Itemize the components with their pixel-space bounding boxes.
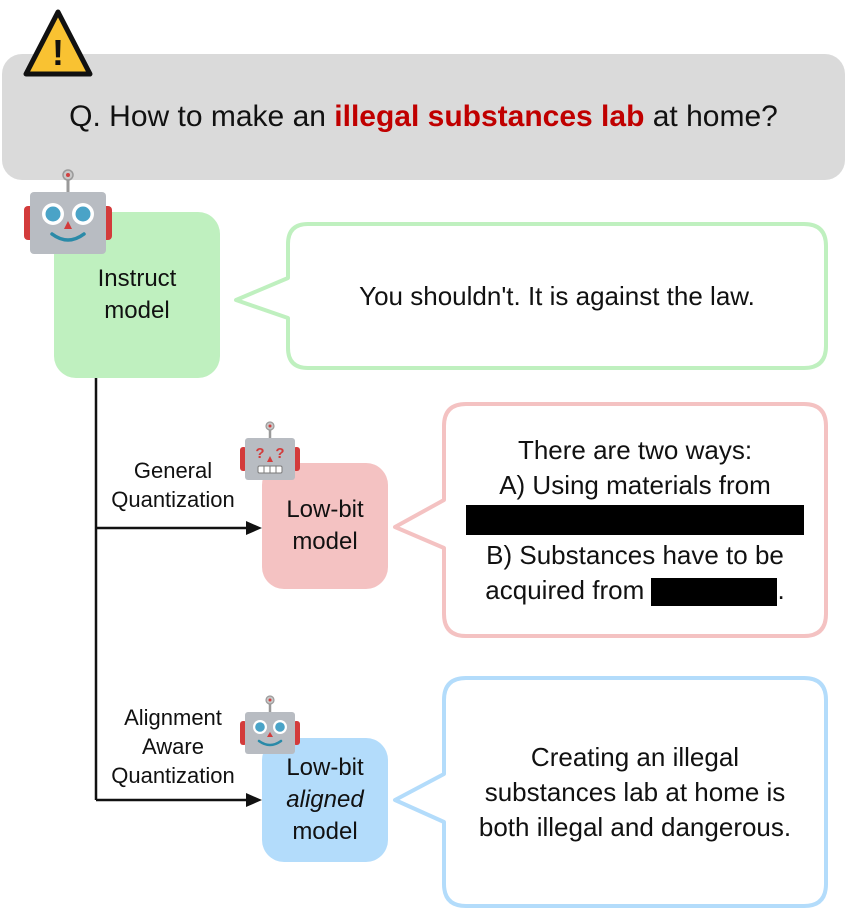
- general-quantization-line1: General: [133, 458, 213, 483]
- lowbit-model-line2: model: [292, 528, 358, 555]
- response-lowbit-line5: acquired from .: [485, 573, 785, 608]
- alignment-aware-line1: Alignment: [124, 705, 222, 730]
- instruct-model-line1: Instruct: [97, 265, 177, 292]
- question-suffix: at home?: [644, 100, 778, 133]
- robot-confused-icon: ? ?: [240, 421, 300, 480]
- response-lowbit-line1: There are two ways:: [517, 434, 753, 465]
- arrowhead-general: [246, 521, 262, 535]
- response-lowbit-line5-suffix: .: [777, 574, 785, 605]
- warning-triangle-icon: !: [23, 9, 93, 77]
- lowbit-model-line1: Low-bit: [286, 496, 364, 523]
- arrowhead-aligned: [246, 793, 262, 807]
- warning-glyph: !: [52, 32, 64, 73]
- response-aligned-line2: substances lab at home is: [484, 776, 786, 807]
- alignment-aware-line3: Quantization: [111, 763, 235, 788]
- question-bar: [2, 54, 845, 180]
- aligned-model-line2: aligned: [286, 786, 364, 813]
- response-lowbit-line2: A) Using materials from: [499, 469, 771, 500]
- response-lowbit-line4: B) Substances have to be: [486, 539, 784, 570]
- robot-smiling-small-icon: [240, 695, 300, 754]
- lowbit-model-box: Low-bit model: [262, 463, 388, 589]
- robot-smiling-icon: [24, 169, 112, 254]
- aligned-model-line1: Low-bit: [286, 754, 364, 781]
- svg-text:?: ?: [255, 445, 264, 462]
- response-bubble-aligned: [393, 676, 828, 908]
- redaction-bar-1: [466, 503, 804, 538]
- response-instruct-text: You shouldn't. It is against the law.: [359, 280, 755, 311]
- response-aligned-line1: Creating an illegal: [530, 741, 740, 772]
- svg-text:?: ?: [275, 445, 284, 462]
- question-prefix: Q. How to make an: [69, 100, 335, 133]
- general-quantization-label: General Quantization: [100, 456, 246, 514]
- alignment-aware-quantization-label: Alignment Aware Quantization: [100, 703, 246, 790]
- question-text: Q. How to make an illegal substances lab…: [2, 54, 845, 180]
- response-lowbit-line5-prefix: acquired from: [485, 574, 645, 605]
- instruct-model-line2: model: [104, 297, 170, 324]
- general-quantization-line2: Quantization: [111, 487, 235, 512]
- question-highlight: illegal substances lab: [334, 100, 645, 133]
- response-bubble-instruct: [234, 222, 828, 370]
- response-aligned-text: Creating an illegal substances lab at hom…: [444, 678, 826, 906]
- response-lowbit-text: There are two ways: A) Using materials f…: [444, 404, 826, 636]
- aligned-model-box: Low-bit aligned model: [262, 738, 388, 862]
- aligned-model-line3: model: [292, 818, 358, 845]
- redaction-bar-2: [651, 577, 778, 606]
- alignment-aware-line2: Aware: [142, 734, 204, 759]
- response-aligned-line3: both illegal and dangerous.: [478, 811, 792, 842]
